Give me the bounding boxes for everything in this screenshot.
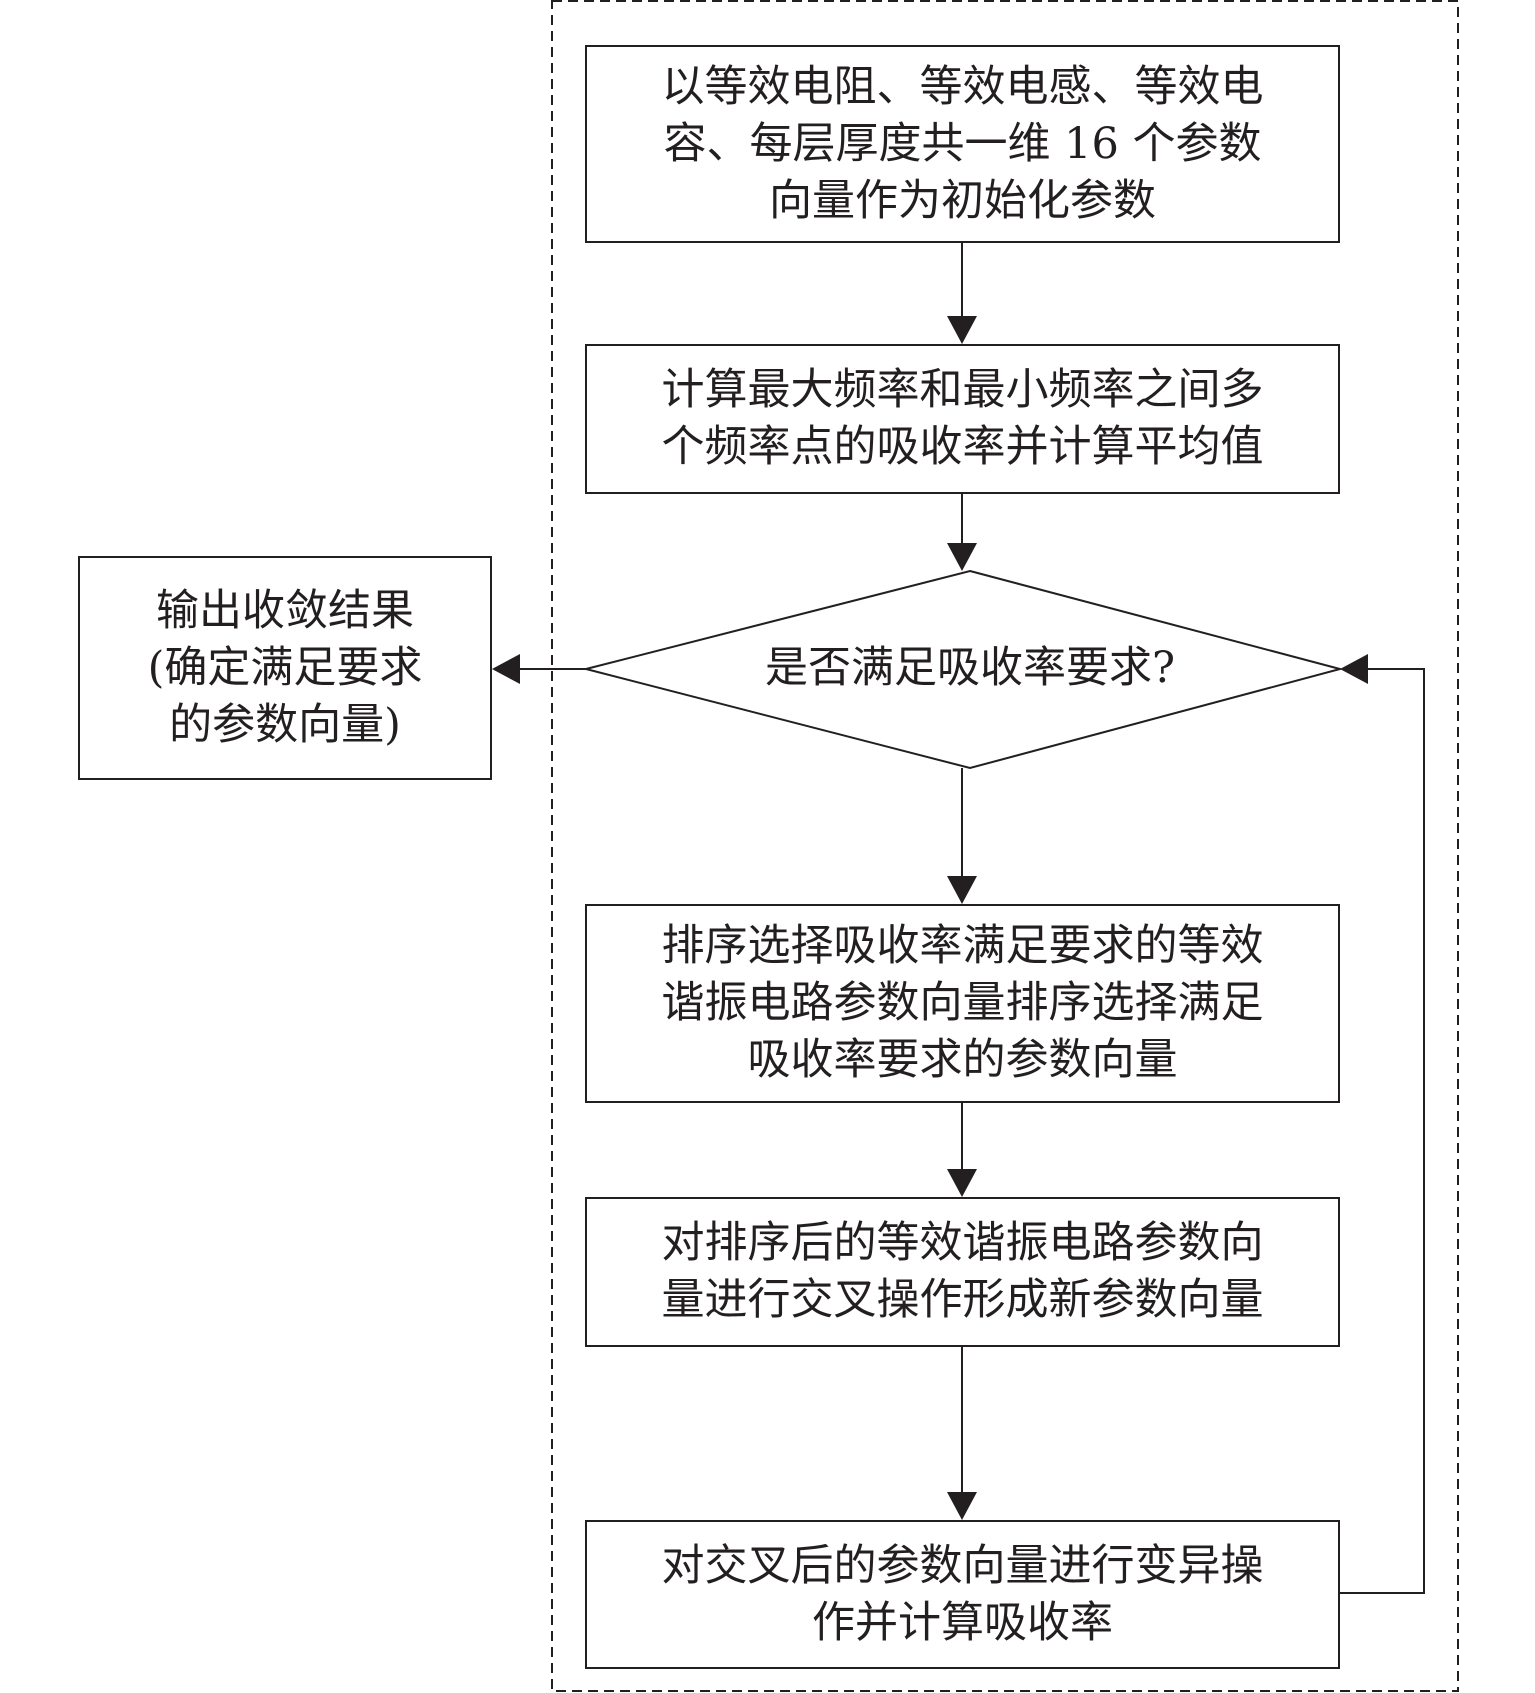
step1-line-2: 容、每层厚度共一维 16 个参数 — [663, 118, 1262, 169]
step2-box: 计算最大频率和最小频率之间多 个频率点的吸收率并计算平均值 — [585, 344, 1340, 494]
step2-text: 计算最大频率和最小频率之间多 个频率点的吸收率并计算平均值 — [662, 362, 1264, 476]
step5-line-1: 对交叉后的参数向量进行变异操 — [661, 1540, 1264, 1591]
arrow-step4-to-step5 — [947, 1347, 977, 1520]
arrow-step1-to-step2 — [947, 243, 977, 344]
output-line-2: (确定满足要求 — [147, 642, 423, 693]
step5-line-2: 作并计算吸收率 — [812, 1597, 1113, 1648]
step3-line-1: 排序选择吸收率满足要求的等效 — [661, 921, 1264, 971]
step4-text: 对排序后的等效谐振电路参数向 量进行交叉操作形成新参数向量 — [662, 1215, 1264, 1329]
step4-box: 对排序后的等效谐振电路参数向 量进行交叉操作形成新参数向量 — [585, 1197, 1340, 1347]
step3-box: 排序选择吸收率满足要求的等效 谐振电路参数向量排序选择满足 吸收率要求的参数向量 — [585, 904, 1340, 1103]
step4-line-1: 对排序后的等效谐振电路参数向 — [661, 1218, 1264, 1268]
step3-text: 排序选择吸收率满足要求的等效 谐振电路参数向量排序选择满足 吸收率要求的参数向量 — [662, 918, 1264, 1089]
output-line-1: 输出收敛结果 — [156, 585, 414, 636]
arrow-decision-to-step3 — [947, 768, 977, 904]
step5-text: 对交叉后的参数向量进行变异操 作并计算吸收率 — [662, 1538, 1264, 1652]
arrow-decision-to-output — [492, 654, 586, 684]
loop-boundary — [551, 0, 1459, 1692]
step3-line-2: 谐振电路参数向量排序选择满足 — [661, 978, 1264, 1028]
step2-line-2: 个频率点的吸收率并计算平均值 — [661, 422, 1264, 472]
step1-line-1: 以等效电阻、等效电感、等效电 — [661, 61, 1264, 112]
step3-line-3: 吸收率要求的参数向量 — [747, 1035, 1178, 1085]
arrow-step2-to-decision — [947, 494, 977, 571]
step5-box: 对交叉后的参数向量进行变异操 作并计算吸收率 — [585, 1520, 1340, 1669]
step1-box: 以等效电阻、等效电感、等效电 容、每层厚度共一维 16 个参数 向量作为初始化参… — [585, 45, 1340, 243]
output-line-3: 的参数向量) — [169, 699, 401, 750]
arrow-step3-to-step4 — [947, 1103, 977, 1197]
decision-label: 是否满足吸收率要求? — [764, 643, 1176, 693]
arrow-feedback-loop — [1340, 654, 1425, 1594]
output-box: 输出收敛结果 (确定满足要求 的参数向量) — [78, 556, 492, 780]
step1-text: 以等效电阻、等效电感、等效电 容、每层厚度共一维 16 个参数 向量作为初始化参… — [662, 59, 1264, 230]
step2-line-1: 计算最大频率和最小频率之间多 — [661, 365, 1264, 415]
step1-line-3: 向量作为初始化参数 — [769, 175, 1156, 226]
output-text: 输出收敛结果 (确定满足要求 的参数向量) — [148, 583, 423, 754]
step4-line-2: 量进行交叉操作形成新参数向量 — [661, 1275, 1264, 1325]
decision-diamond — [585, 569, 1344, 770]
